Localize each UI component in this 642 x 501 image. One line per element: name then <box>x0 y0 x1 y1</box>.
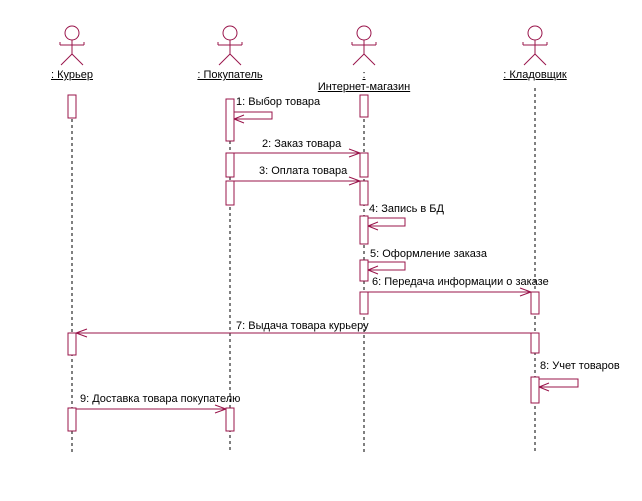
actor-label-buyer[interactable]: : Покупатель <box>197 69 262 81</box>
activation-shop[interactable] <box>359 259 369 282</box>
message-5-arrow[interactable] <box>366 261 406 275</box>
activation-shop[interactable] <box>359 215 369 245</box>
message-8-label[interactable]: 8: Учет товаров <box>540 360 620 372</box>
activation-storekeeper[interactable] <box>530 332 540 354</box>
activation-buyer[interactable] <box>225 98 235 142</box>
message-9-label[interactable]: 9: Доставка товара покупателю <box>80 393 241 405</box>
actor-label-line: : <box>362 69 366 81</box>
activation-courier[interactable] <box>67 94 77 119</box>
message-6-label[interactable]: 6: Передача информации о заказе <box>372 276 549 288</box>
activation-shop[interactable] <box>359 291 369 315</box>
message-9-arrow[interactable] <box>76 404 228 414</box>
message-3-label[interactable]: 3: Оплата товара <box>259 165 348 177</box>
actor-figure-storekeeper[interactable] <box>522 25 548 66</box>
activation-courier[interactable] <box>67 407 77 432</box>
message-1-arrow[interactable] <box>232 111 273 124</box>
message-2-arrow[interactable] <box>234 148 362 158</box>
activation-buyer[interactable] <box>225 152 235 178</box>
actor-label-line: : Курьер <box>51 69 93 81</box>
message-4-arrow[interactable] <box>366 217 406 231</box>
message-5-label[interactable]: 5: Оформление заказа <box>370 248 487 260</box>
message-4-label[interactable]: 4: Запись в БД <box>369 203 444 215</box>
message-8-arrow[interactable] <box>537 378 579 392</box>
actor-label-line: : Кладовщик <box>503 69 567 81</box>
actor-label-line: : Покупатель <box>197 69 263 81</box>
message-7-label[interactable]: 7: Выдача товара курьеру <box>236 320 369 332</box>
message-2-label[interactable]: 2: Заказ товара <box>262 138 342 150</box>
actor-label-courier[interactable]: : Курьер <box>51 69 93 81</box>
actor-label-storekeeper[interactable]: : Кладовщик <box>503 69 566 81</box>
actor-figure-courier[interactable] <box>59 25 85 66</box>
actor-figure-shop[interactable] <box>351 25 377 66</box>
activation-shop[interactable] <box>359 152 369 178</box>
activation-courier[interactable] <box>67 332 77 356</box>
actor-figure-buyer[interactable] <box>217 25 243 66</box>
message-6-arrow[interactable] <box>368 287 533 297</box>
activation-storekeeper[interactable] <box>530 376 540 404</box>
activation-shop[interactable] <box>359 180 369 206</box>
activation-buyer[interactable] <box>225 407 235 432</box>
activation-buyer[interactable] <box>225 180 235 206</box>
message-3-arrow[interactable] <box>234 176 362 186</box>
activation-storekeeper[interactable] <box>530 291 540 315</box>
actor-label-line: Интернет-магазин <box>317 81 411 93</box>
activation-shop[interactable] <box>359 94 369 118</box>
message-1-label[interactable]: 1: Выбор товара <box>236 96 321 108</box>
actor-label-shop[interactable]: :Интернет-магазин <box>318 69 410 93</box>
